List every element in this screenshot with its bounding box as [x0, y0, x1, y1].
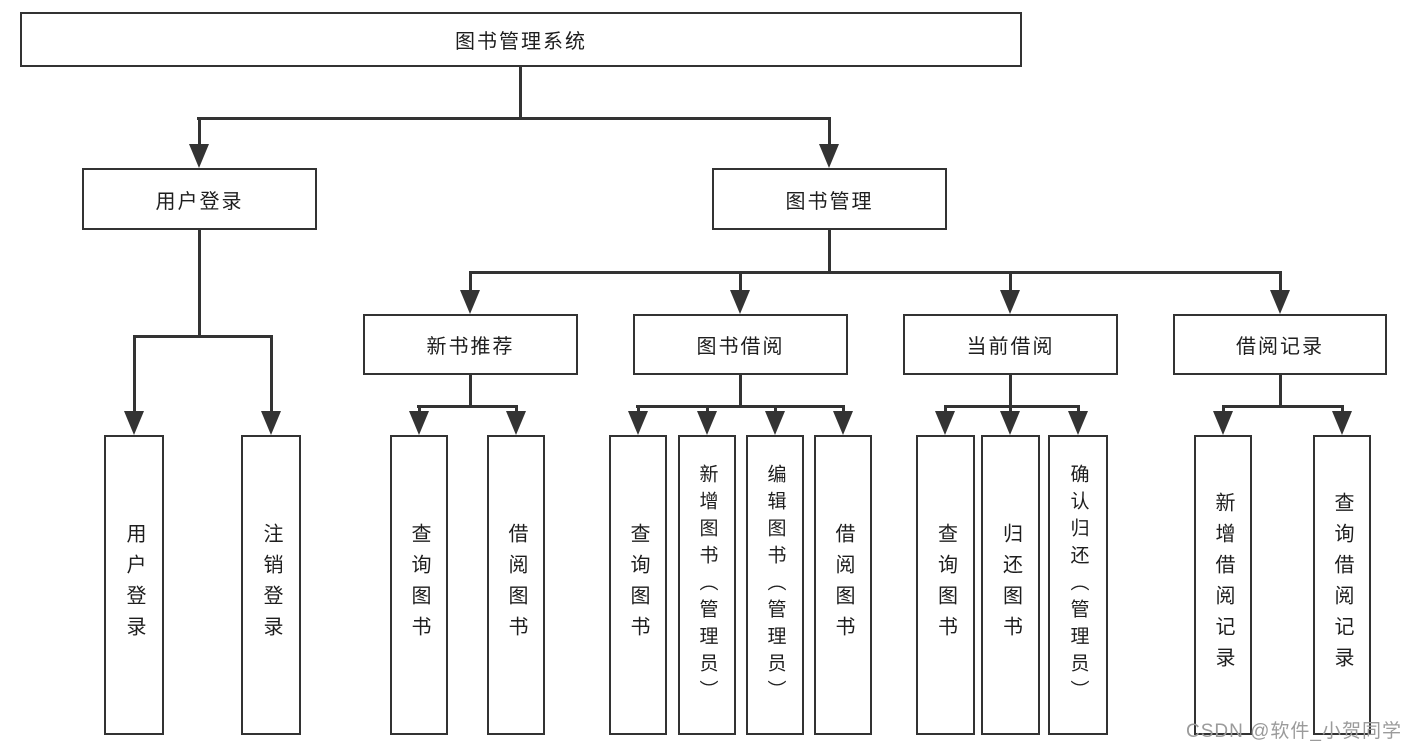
connector-line — [1009, 375, 1012, 407]
leaf-add-books-admin-label: 新增图书（管理员） — [696, 463, 718, 707]
leaf-user-login-label: 用户登录 — [123, 523, 145, 647]
leaf-query-books-recommend: 查询图书 — [390, 435, 448, 735]
connector-line — [417, 405, 518, 408]
leaf-add-borrow-record-label: 新增借阅记录 — [1212, 492, 1234, 678]
leaf-add-borrow-record: 新增借阅记录 — [1194, 435, 1252, 735]
leaf-borrow-books: 借阅图书 — [814, 435, 872, 735]
arrowhead-down-icon — [1068, 411, 1088, 435]
arrowhead-down-icon — [189, 144, 209, 168]
node-current-borrow-label: 当前借阅 — [966, 336, 1055, 358]
connector-line — [519, 67, 522, 118]
leaf-confirm-return-admin-label: 确认归还（管理员） — [1067, 463, 1089, 707]
connector-line — [1077, 405, 1080, 414]
leaf-query-borrow-record-label: 查询借阅记录 — [1331, 492, 1353, 678]
leaf-logout-label: 注销登录 — [260, 523, 282, 647]
connector-line — [739, 271, 742, 292]
arrowhead-down-icon — [765, 411, 785, 435]
arrowhead-down-icon — [819, 144, 839, 168]
connector-line — [637, 405, 640, 414]
leaf-return-books: 归还图书 — [981, 435, 1040, 735]
connector-line — [198, 117, 201, 145]
leaf-edit-books-admin: 编辑图书（管理员） — [746, 435, 804, 735]
arrowhead-down-icon — [1270, 290, 1290, 314]
connector-line — [1009, 405, 1012, 414]
connector-line — [1222, 405, 1343, 408]
node-book-management-label: 图书管理 — [785, 190, 874, 213]
connector-line — [828, 117, 831, 145]
arrowhead-down-icon — [935, 411, 955, 435]
leaf-return-books-label: 归还图书 — [999, 523, 1022, 647]
connector-line — [469, 271, 1281, 274]
arrowhead-down-icon — [124, 411, 144, 435]
arrowhead-down-icon — [697, 411, 717, 435]
leaf-logout: 注销登录 — [241, 435, 301, 735]
connector-line — [418, 405, 421, 414]
arrowhead-down-icon — [730, 290, 750, 314]
node-new-book-recommend: 新书推荐 — [363, 314, 578, 375]
arrowhead-down-icon — [409, 411, 429, 435]
connector-line — [197, 117, 831, 120]
connector-line — [1279, 271, 1282, 292]
connector-line — [469, 271, 472, 292]
node-borrow-records-label: 借阅记录 — [1236, 336, 1324, 358]
node-user-login: 用户登录 — [82, 168, 317, 230]
arrowhead-down-icon — [1332, 411, 1352, 435]
leaf-query-borrow-record: 查询借阅记录 — [1313, 435, 1371, 735]
arrowhead-down-icon — [1000, 411, 1020, 435]
node-borrow-records: 借阅记录 — [1173, 314, 1387, 375]
node-library-system-label: 图书管理系统 — [455, 31, 587, 53]
connector-line — [133, 335, 136, 413]
connector-line — [270, 335, 273, 413]
connector-line — [198, 230, 201, 336]
arrowhead-down-icon — [833, 411, 853, 435]
csdn-watermark: CSDN @软件_小贺同学 — [1186, 721, 1402, 742]
node-book-management: 图书管理 — [712, 168, 947, 230]
node-library-system: 图书管理系统 — [20, 12, 1022, 67]
connector-line — [515, 405, 518, 414]
leaf-query-books-current-label: 查询图书 — [934, 523, 957, 647]
leaf-query-books-borrow-label: 查询图书 — [627, 523, 649, 647]
leaf-add-books-admin: 新增图书（管理员） — [678, 435, 736, 735]
connector-line — [1222, 405, 1225, 414]
node-current-borrow: 当前借阅 — [903, 314, 1118, 375]
node-book-borrow: 图书借阅 — [633, 314, 848, 375]
leaf-user-login: 用户登录 — [104, 435, 164, 735]
arrowhead-down-icon — [460, 290, 480, 314]
leaf-query-books-borrow: 查询图书 — [609, 435, 667, 735]
arrowhead-down-icon — [1213, 411, 1233, 435]
leaf-query-books-current: 查询图书 — [916, 435, 975, 735]
leaf-query-books-recommend-label: 查询图书 — [408, 523, 430, 647]
arrowhead-down-icon — [628, 411, 648, 435]
connector-line — [739, 375, 742, 407]
connector-line — [1341, 405, 1344, 414]
node-book-borrow-label: 图书借阅 — [696, 336, 785, 358]
node-user-login-label: 用户登录 — [155, 190, 244, 213]
arrowhead-down-icon — [261, 411, 281, 435]
node-new-book-recommend-label: 新书推荐 — [426, 336, 515, 358]
leaf-edit-books-admin-label: 编辑图书（管理员） — [764, 463, 786, 707]
arrowhead-down-icon — [1000, 290, 1020, 314]
connector-line — [133, 335, 273, 338]
leaf-borrow-books-recommend: 借阅图书 — [487, 435, 545, 735]
connector-line — [1009, 271, 1012, 292]
leaf-confirm-return-admin: 确认归还（管理员） — [1048, 435, 1108, 735]
connector-line — [774, 405, 777, 414]
leaf-borrow-books-recommend-label: 借阅图书 — [505, 523, 527, 647]
connector-line — [944, 405, 947, 414]
connector-line — [636, 405, 845, 408]
connector-line — [1279, 375, 1282, 407]
leaf-borrow-books-label: 借阅图书 — [832, 523, 854, 647]
connector-line — [469, 375, 472, 407]
connector-line — [842, 405, 845, 414]
connector-line — [828, 230, 831, 272]
arrowhead-down-icon — [506, 411, 526, 435]
connector-line — [706, 405, 709, 414]
